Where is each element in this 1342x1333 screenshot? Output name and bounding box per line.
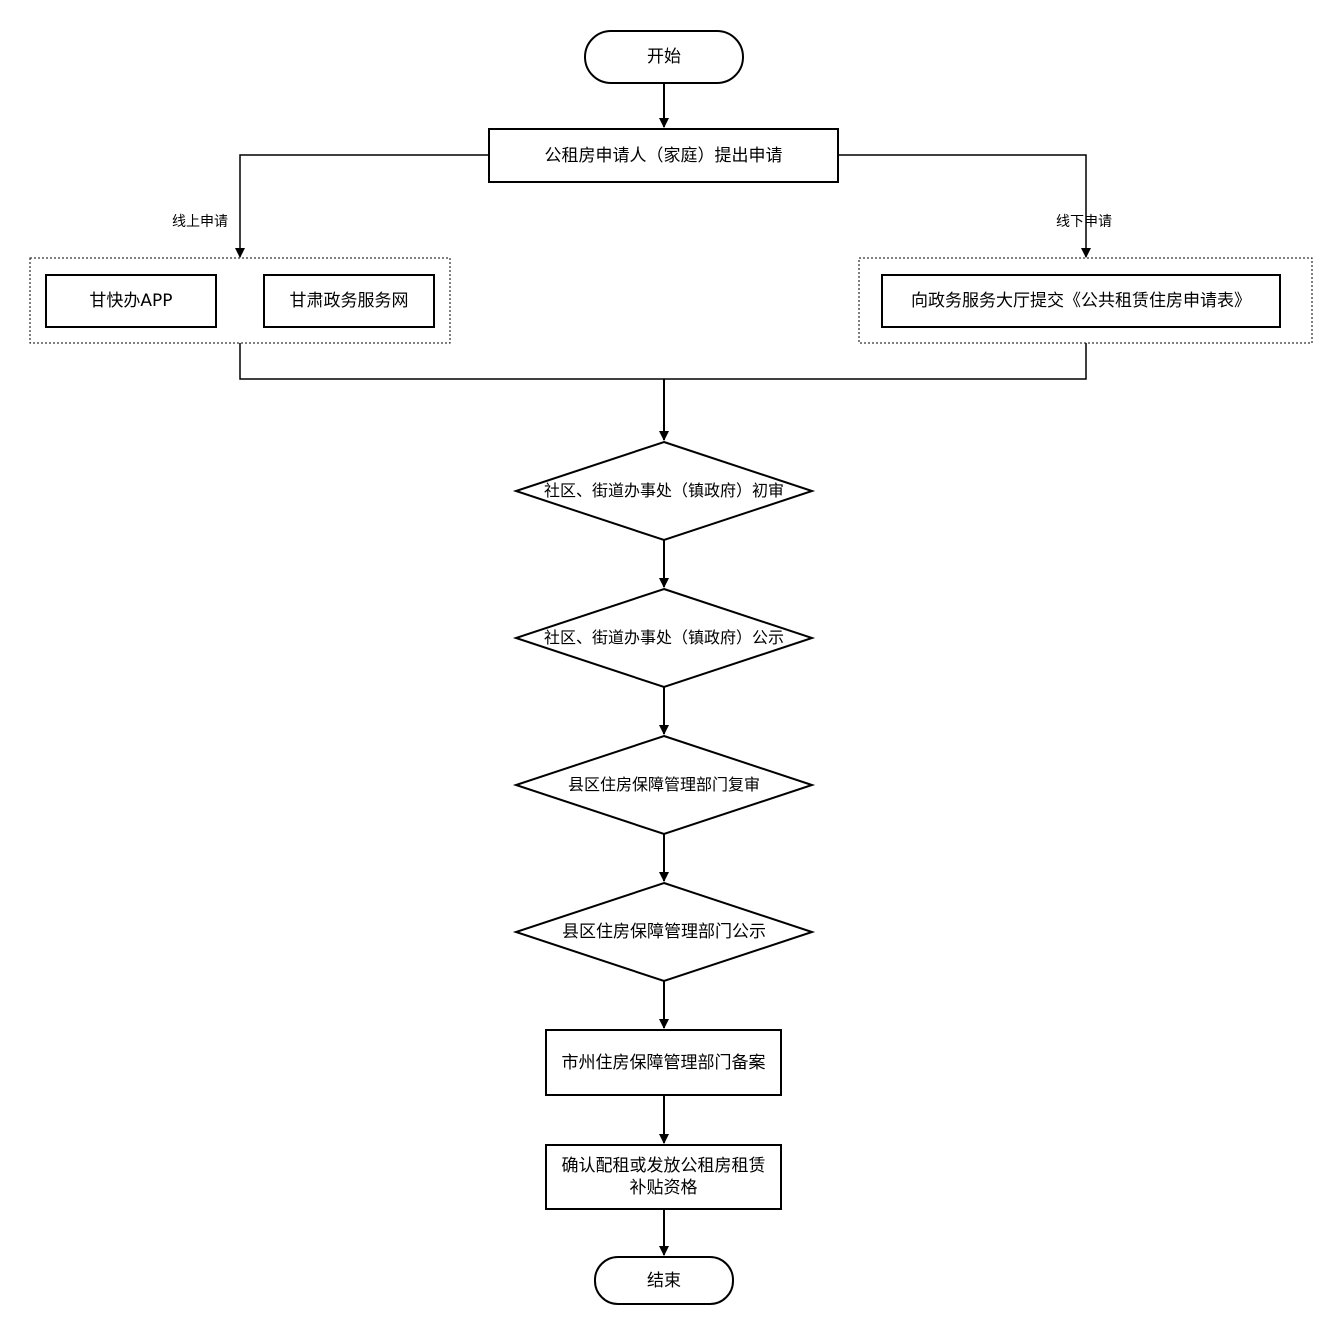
offline-submit-label: 向政务服务大厅提交《公共租赁住房申请表》 [911,291,1251,311]
edge-online-merge [239,343,664,380]
online-web-box [263,274,435,328]
online-app-box [45,274,217,328]
city-filing-box [545,1029,782,1096]
community-review-label: 社区、街道办事处（镇政府）初审 [543,481,784,500]
edge-offline-merge [664,343,1087,380]
offline-submit-box [881,274,1281,328]
confirm-box [545,1144,782,1210]
edge-label-offline: 线下申请 [1056,214,1112,230]
edge-apply-offline [838,154,1091,258]
edge-apply-online [235,154,489,258]
community-publicity-label: 社区、街道办事处（镇政府）公示 [543,628,784,647]
online-group-frame [29,257,451,344]
apply-box [488,128,839,183]
start-label: 开始 [647,47,681,67]
edge-label-online: 线上申请 [172,214,228,230]
end-terminal [594,1256,734,1305]
county-publicity-label: 县区住房保障管理部门公示 [562,922,766,942]
confirm-label: 确认配租或发放公租房租赁补贴资格 [561,1156,766,1198]
county-review-label: 县区住房保障管理部门复审 [567,775,760,794]
online-web-label: 甘肃政务服务网 [289,291,409,311]
end-label: 结束 [647,1270,681,1291]
city-filing-label: 市州住房保障管理部门备案 [561,1052,766,1073]
apply-label: 公租房申请人（家庭）提出申请 [544,145,783,166]
online-app-label: 甘快办APP [89,291,173,311]
